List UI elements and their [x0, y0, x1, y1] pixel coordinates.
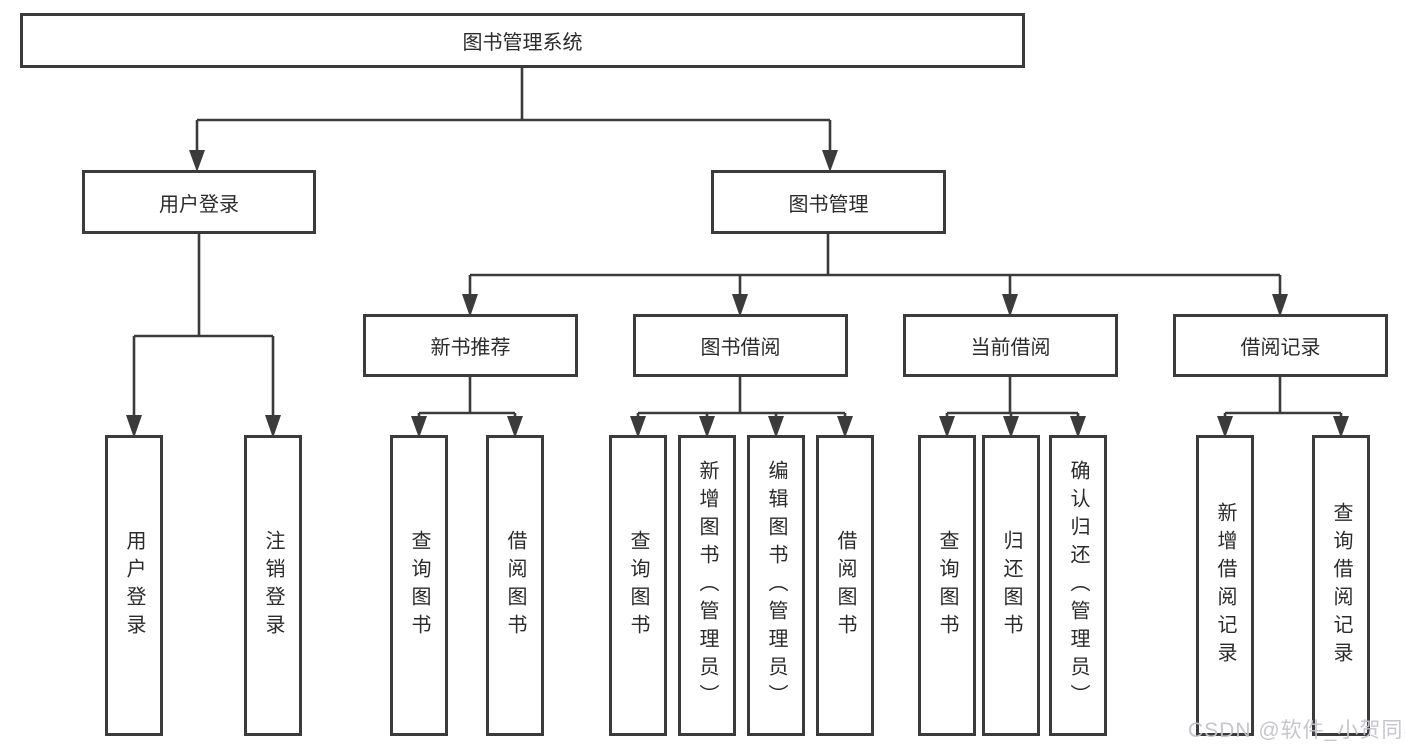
node-user-login: 用户登录 — [82, 170, 316, 234]
node-label: 图书借阅 — [700, 337, 781, 359]
leaf-query-books-current: 查询图书 — [918, 435, 976, 736]
node-label: 当前借阅 — [970, 337, 1051, 359]
node-label: 查询图书 — [627, 529, 649, 642]
leaf-confirm-return-admin: 确认归还（管理员） — [1049, 435, 1107, 736]
node-new-book-recommend: 新书推荐 — [363, 314, 578, 377]
leaf-query-books-borrowing: 查询图书 — [609, 435, 667, 736]
leaf-logout: 注销登录 — [244, 435, 302, 736]
leaf-add-books-admin: 新增图书（管理员） — [678, 435, 736, 736]
node-label: 图书管理系统 — [462, 32, 583, 54]
node-label: 新书推荐 — [430, 337, 511, 359]
node-book-management: 图书管理 — [711, 170, 946, 234]
leaf-user-login: 用户登录 — [105, 435, 163, 736]
node-label: 用户登录 — [159, 193, 239, 216]
csdn-watermark: CSDN @软件_小贺同学 — [1188, 719, 1405, 742]
node-label: 注销登录 — [262, 529, 284, 642]
node-label: 查询图书 — [936, 529, 958, 642]
node-label: 查询图书 — [408, 529, 430, 642]
node-label: 编辑图书（管理员） — [765, 459, 787, 712]
node-book-borrowing: 图书借阅 — [633, 314, 848, 377]
leaf-query-borrow-record: 查询借阅记录 — [1312, 435, 1370, 736]
node-label: 归还图书 — [1000, 529, 1022, 642]
node-label: 借阅图书 — [834, 529, 856, 642]
leaf-return-books: 归还图书 — [982, 435, 1040, 736]
leaf-add-borrow-record: 新增借阅记录 — [1196, 435, 1254, 736]
node-label: 借阅图书 — [504, 529, 526, 642]
node-label: 用户登录 — [123, 529, 145, 642]
node-label: 新增借阅记录 — [1214, 501, 1236, 670]
node-label: 新增图书（管理员） — [696, 459, 718, 712]
node-borrowing-records: 借阅记录 — [1173, 314, 1388, 377]
node-label: 借阅记录 — [1240, 337, 1321, 359]
leaf-borrow-books-recommend: 借阅图书 — [486, 435, 544, 736]
leaf-query-books-recommend: 查询图书 — [390, 435, 448, 736]
node-label: 确认归还（管理员） — [1067, 459, 1089, 712]
leaf-edit-books-admin: 编辑图书（管理员） — [747, 435, 805, 736]
node-label: 查询借阅记录 — [1330, 501, 1352, 670]
node-library-management-system: 图书管理系统 — [20, 13, 1025, 68]
node-current-borrowing: 当前借阅 — [903, 314, 1118, 377]
node-label: 图书管理 — [788, 193, 869, 216]
leaf-borrow-books: 借阅图书 — [816, 435, 874, 736]
arrowhead-icons — [126, 150, 1349, 438]
